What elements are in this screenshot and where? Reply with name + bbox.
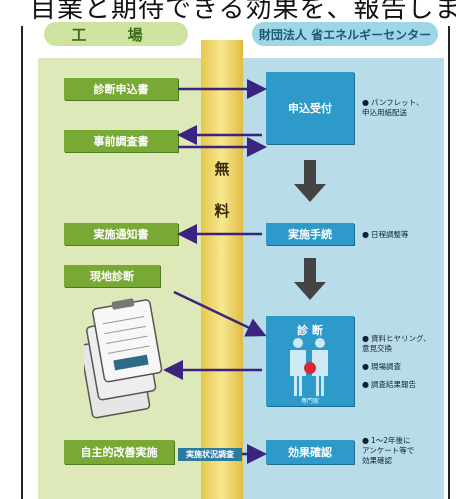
note-diagnosis-1: ●資料ヒヤリング、 意見交換	[362, 334, 431, 353]
preliminary-survey-box: 事前調査書	[64, 130, 178, 152]
center-header: 財団法人 省エネルギーセンター	[250, 20, 440, 48]
diagnosis-box: 診 断	[266, 316, 354, 406]
expert-badge: 専門家	[300, 398, 319, 405]
clipboard-icon	[84, 298, 163, 419]
free-label-2: 料	[214, 202, 230, 220]
application-form-box: 診断申込書	[64, 78, 178, 100]
free-band	[201, 40, 243, 499]
down-arrow-icon	[294, 258, 326, 300]
effect-check-box: 効果確認	[266, 440, 354, 464]
reception-box: 申込受付	[266, 72, 354, 144]
note-diagnosis-3: ●調査結果報告	[362, 380, 416, 389]
free-label-1: 無	[214, 160, 230, 178]
note-diagnosis-2: ●現場調査	[362, 362, 401, 371]
onsite-diagnosis-box: 現地診断	[64, 265, 160, 287]
arrow-onsite	[173, 290, 267, 337]
note-effect: ●1〜2年後に アンケート等で 効果確認	[362, 436, 415, 465]
down-arrow-icon	[294, 160, 326, 202]
note-procedure: ●日程調整等	[362, 230, 409, 239]
status-survey-label: 実施状況調査	[178, 448, 242, 461]
people-icon	[290, 338, 328, 396]
self-improvement-box: 自主的改善実施	[64, 440, 174, 464]
factory-header: 工 場	[42, 20, 190, 48]
notice-box: 実施通知書	[64, 223, 178, 245]
procedure-box: 実施手続	[266, 223, 354, 245]
note-reception: ●パンフレット、 申込用紙配送	[362, 98, 424, 117]
outer-frame	[21, 26, 450, 499]
